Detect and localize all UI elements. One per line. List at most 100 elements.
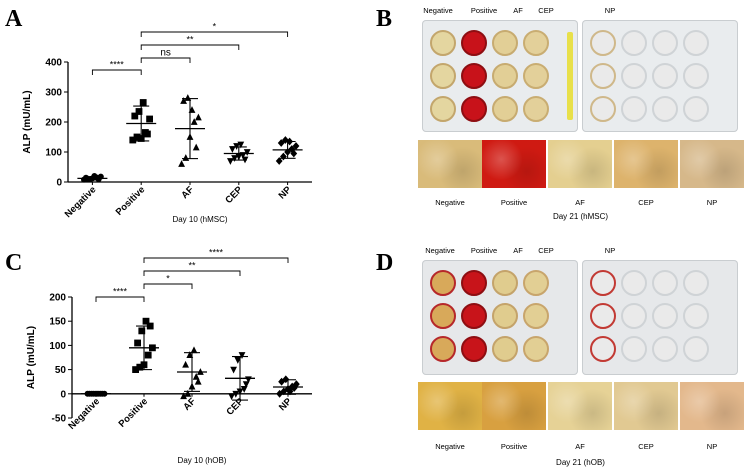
thumbnail-label: CEP	[638, 198, 654, 207]
plate-edge-strip	[567, 32, 573, 120]
significance-label: ns	[160, 48, 171, 59]
culture-well	[590, 30, 616, 56]
culture-well	[492, 270, 518, 296]
culture-well	[590, 270, 616, 296]
significance-bracket	[143, 270, 241, 276]
data-point	[139, 99, 147, 106]
significance-bracket	[143, 257, 289, 263]
x-tick-label: NP	[277, 184, 295, 202]
culture-well	[621, 96, 647, 122]
data-point	[237, 141, 245, 149]
data-point	[131, 112, 139, 120]
data-point	[184, 389, 192, 397]
thumbnail-label: AF	[575, 198, 585, 207]
micrograph-thumbnail	[482, 140, 546, 188]
data-point	[286, 387, 294, 396]
culture-well	[461, 63, 487, 89]
significance-bracket	[95, 296, 145, 302]
culture-well	[683, 30, 709, 56]
data-point	[242, 381, 250, 389]
culture-well	[430, 96, 456, 122]
culture-well	[523, 96, 549, 122]
plate-label-af: AF	[513, 246, 523, 255]
culture-well	[683, 96, 709, 122]
significance-label: ****	[110, 60, 125, 70]
culture-well	[621, 30, 647, 56]
thumbnail-label: Positive	[500, 442, 528, 451]
data-point	[232, 390, 240, 398]
data-point	[229, 146, 236, 153]
culture-well	[621, 303, 647, 329]
plate-label-cep: CEP	[538, 246, 554, 255]
data-point	[292, 142, 300, 150]
x-tick-label: Positive	[117, 396, 151, 430]
y-tick-label: 0	[56, 178, 62, 189]
y-tick-label: 300	[45, 88, 62, 99]
y-tick-label: 150	[49, 317, 66, 328]
culture-well	[492, 63, 518, 89]
plate-label-negative: Negative	[423, 6, 453, 15]
data-point	[230, 366, 237, 374]
y-tick-label: 200	[45, 118, 62, 129]
culture-well	[652, 336, 678, 362]
panel-letter-a: A	[5, 6, 23, 32]
significance-bracket	[140, 44, 240, 50]
micrograph-thumbnail	[548, 140, 612, 188]
well-plate-right	[582, 260, 738, 375]
plate-label-positive: Positive	[470, 246, 498, 255]
culture-well	[621, 270, 647, 296]
x-tick-label: Negative	[63, 184, 99, 220]
data-point	[136, 363, 144, 371]
panel-letter-c: C	[5, 250, 23, 276]
culture-well	[652, 303, 678, 329]
culture-well	[461, 336, 487, 362]
data-point	[290, 149, 298, 158]
data-point	[231, 155, 238, 162]
micrograph-thumbnail	[614, 140, 678, 188]
data-point	[132, 366, 139, 373]
data-point	[178, 160, 185, 167]
data-point	[290, 384, 298, 392]
panel-letter-d: D	[376, 250, 394, 276]
significance-bracket	[91, 69, 142, 75]
well-plate-left	[422, 20, 578, 132]
caption: Day 21 (hOB)	[556, 458, 605, 467]
data-point	[195, 113, 202, 121]
y-tick-label: 200	[49, 293, 66, 304]
thumbnail-label: CEP	[638, 442, 654, 451]
x-tick-label: Positive	[114, 184, 148, 218]
micrograph-thumbnail	[614, 382, 678, 430]
y-axis-label: ALP (mU/mL)	[22, 90, 33, 153]
data-point	[238, 352, 246, 359]
significance-label: **	[188, 261, 196, 271]
culture-well	[683, 336, 709, 362]
culture-well	[523, 30, 549, 56]
data-point	[182, 154, 190, 161]
thumbnail-label: AF	[575, 442, 585, 451]
culture-well	[523, 63, 549, 89]
thumbnail-label: NP	[706, 198, 718, 207]
data-point	[144, 351, 152, 359]
data-point	[133, 133, 141, 141]
culture-well	[523, 303, 549, 329]
culture-well	[430, 30, 456, 56]
culture-well	[621, 63, 647, 89]
culture-well	[430, 303, 456, 329]
micrograph-thumbnail	[680, 382, 744, 430]
culture-well	[652, 96, 678, 122]
data-point	[243, 149, 251, 156]
plate-label-positive: Positive	[470, 6, 498, 15]
caption: Day 21 (hMSC)	[552, 212, 609, 221]
data-point	[192, 372, 200, 380]
culture-well	[683, 270, 709, 296]
thumbnail-label: Negative	[435, 198, 465, 207]
culture-well	[461, 30, 487, 56]
culture-well	[683, 303, 709, 329]
culture-well	[492, 336, 518, 362]
y-tick-label: 100	[45, 148, 62, 159]
plate-label-af: AF	[513, 6, 523, 15]
x-tick-label: CEP	[223, 184, 245, 206]
